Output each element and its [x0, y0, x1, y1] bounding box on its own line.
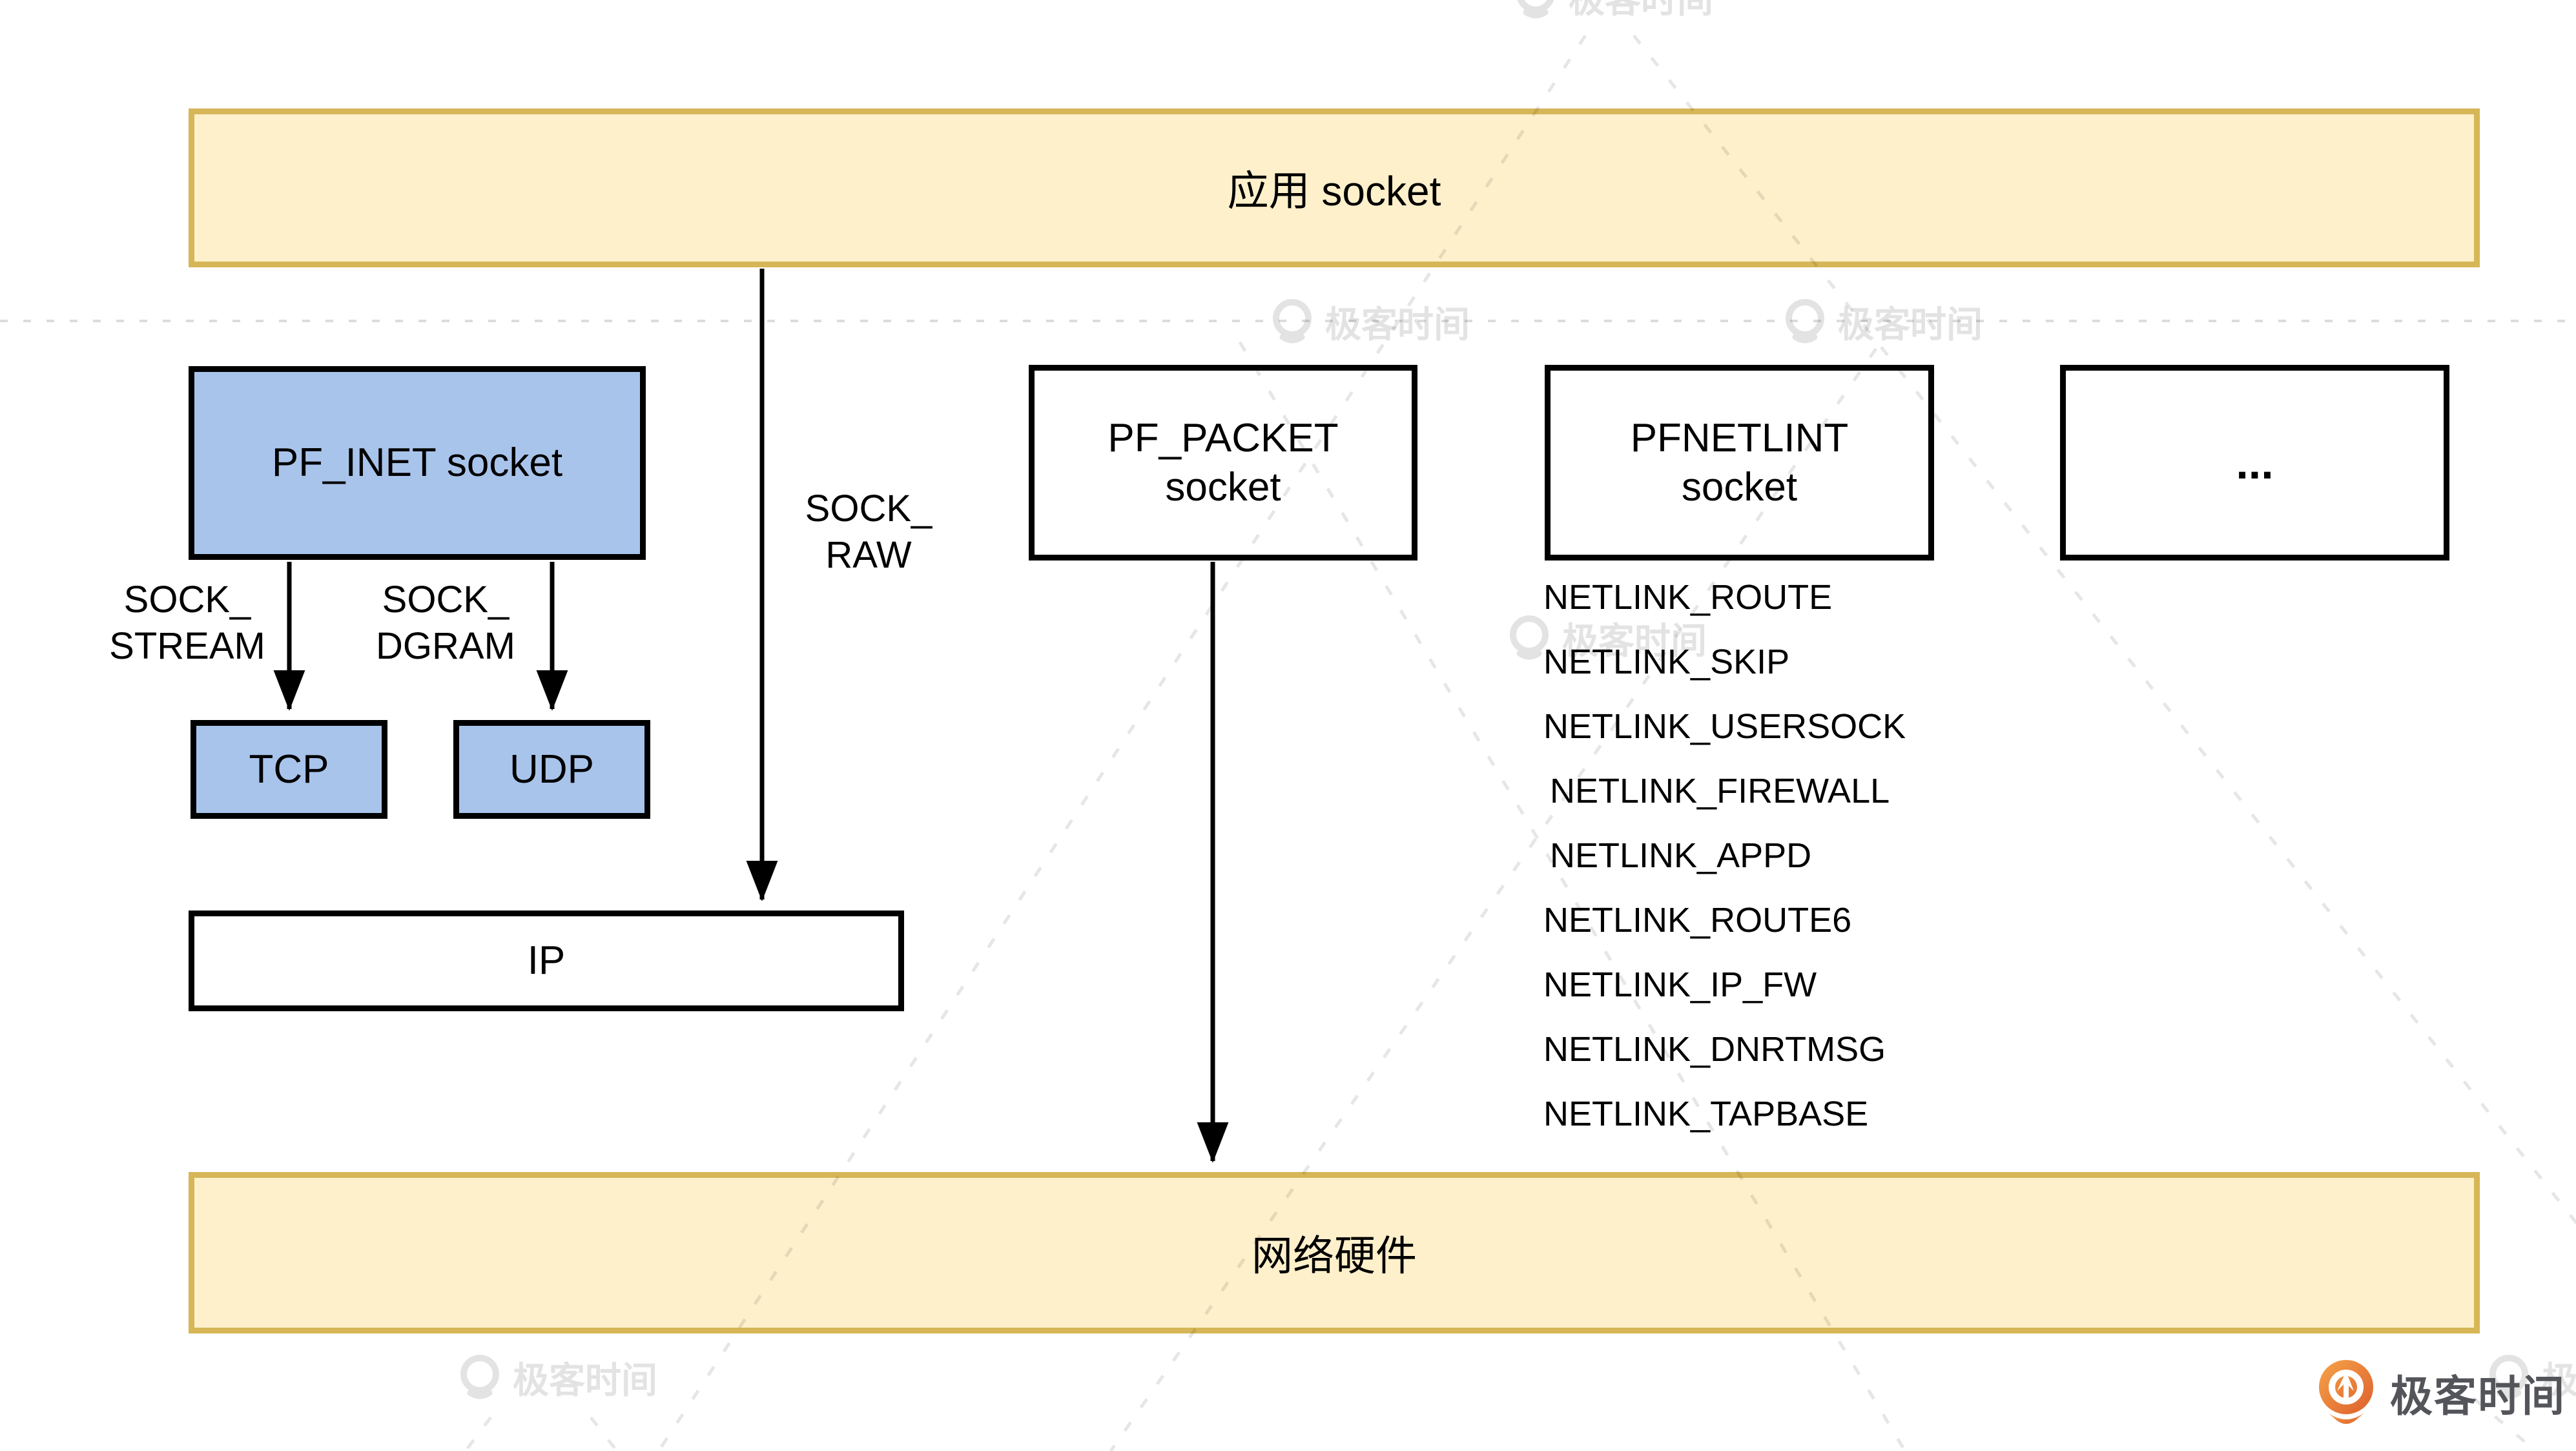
ip-label: IP: [527, 938, 566, 983]
watermark: 极客时间: [1271, 296, 1470, 348]
watermark: 极客时间: [1784, 296, 1983, 348]
pf-netlink-socket-box: PFNETLINT socket: [1545, 365, 1934, 561]
sock-stream-label: SOCK_ STREAM: [109, 579, 265, 667]
watermark: 极客时间: [1514, 0, 1713, 23]
geektime-watermark-icon: [1517, 0, 1554, 18]
netlink-item: NETLINK_ROUTE6: [1543, 901, 1852, 940]
netlink-item: NETLINK_SKIP: [1543, 643, 1790, 681]
netlink-item: NETLINK_TAPBASE: [1543, 1095, 1869, 1133]
geektime-logo-icon: [2319, 1360, 2373, 1424]
watermark-text: 极客时间: [1838, 304, 1983, 345]
brand-text: 极客时间: [2390, 1372, 2566, 1420]
pf-netlink-line2: socket: [1681, 464, 1798, 509]
hardware-layer-label: 网络硬件: [1252, 1233, 1417, 1279]
watermark: 极客时间: [2488, 1352, 2576, 1404]
geektime-watermark-icon: [460, 1354, 499, 1399]
netlink-item: NETLINK_FIREWALL: [1550, 772, 1890, 810]
geektime-watermark-icon: [1273, 298, 1312, 343]
netlink-list: NETLINK_ROUTE NETLINK_SKIP NETLINK_USERS…: [1543, 565, 1906, 1146]
netlink-item: NETLINK_APPD: [1550, 836, 1812, 875]
pf-inet-socket-box: PF_INET socket: [189, 366, 646, 560]
udp-box: UDP: [453, 720, 650, 819]
geektime-watermark-icon: [2489, 1354, 2528, 1399]
geektime-watermark-icon: [1786, 298, 1824, 343]
pf-packet-line1: PF_PACKET: [1108, 415, 1339, 460]
pf-packet-socket-box: PF_PACKET socket: [1029, 365, 1417, 561]
sock-dgram-label: SOCK_ DGRAM: [376, 579, 515, 667]
pf-packet-line2: socket: [1165, 464, 1281, 509]
ellipsis-box: ...: [2060, 365, 2449, 561]
watermark-text: 极客时间: [1325, 304, 1470, 345]
watermark-text: 极客时间: [1569, 0, 1713, 23]
app-socket-layer: 应用 socket: [189, 108, 2480, 267]
app-socket-layer-label: 应用 socket: [1227, 168, 1441, 214]
watermark-text: 极客时间: [513, 1360, 657, 1401]
watermark: 极客时间: [459, 1352, 657, 1404]
netlink-item: NETLINK_USERSOCK: [1543, 707, 1906, 746]
ellipsis-label: ...: [2236, 437, 2274, 488]
netlink-item: NETLINK_IP_FW: [1543, 965, 1817, 1004]
watermark-diagonal: [463, 1416, 492, 1451]
pf-inet-socket-label: PF_INET socket: [271, 440, 563, 485]
udp-label: UDP: [510, 746, 594, 792]
tcp-box: TCP: [191, 720, 387, 819]
netlink-item: NETLINK_DNRTMSG: [1543, 1030, 1886, 1069]
geektime-brand-logo: 极客时间: [2315, 1358, 2566, 1428]
hardware-layer: 网络硬件: [189, 1172, 2480, 1333]
netlink-item: NETLINK_ROUTE: [1543, 578, 1833, 617]
tcp-label: TCP: [249, 746, 329, 792]
watermark-diagonal: [590, 1416, 619, 1451]
ip-box: IP: [189, 911, 904, 1011]
pf-netlink-line1: PFNETLINT: [1630, 415, 1849, 460]
sock-raw-label: SOCK_ RAW: [805, 488, 933, 576]
watermark-text: 极客时间: [2542, 1360, 2576, 1401]
